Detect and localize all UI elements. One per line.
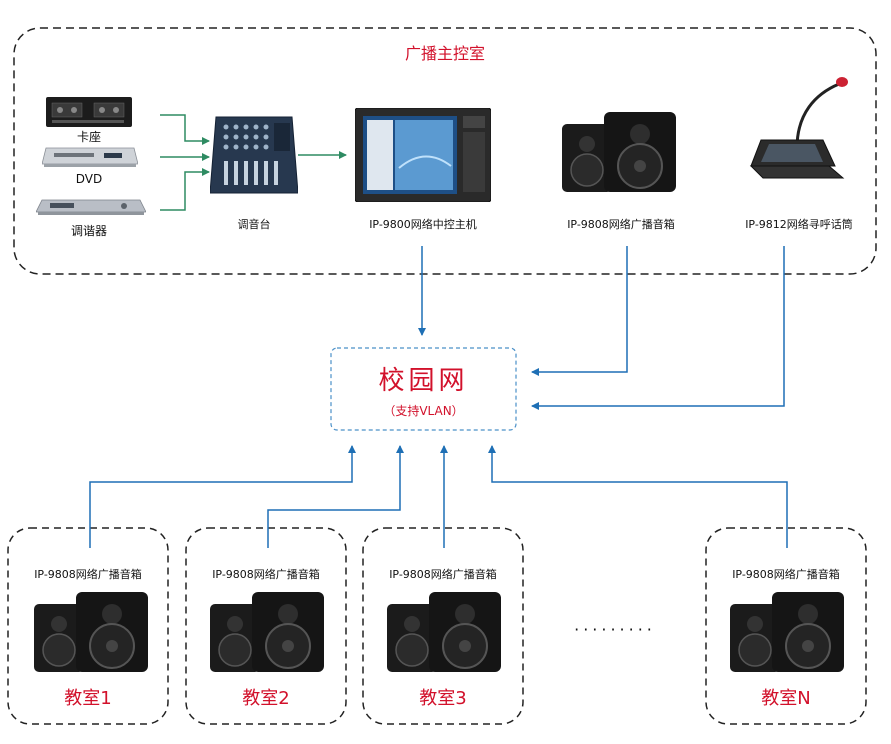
arrow-tuner-mixer [160,168,210,211]
control-room-title: 广播主控室 [404,44,485,63]
network-subtitle: （支持VLAN） [383,404,464,418]
classroom-3-name: 教室3 [419,688,467,709]
more-classrooms-ellipsis: ········· [574,620,656,639]
classroom-1-device-label: IP-9808网络广播音箱 [34,568,142,581]
network-title: 校园网 [378,366,469,396]
classroom-n-speaker-icon [730,592,844,672]
arrow-cassette-mixer [160,114,210,145]
host-server-icon [355,108,491,202]
classroom-3-speaker-icon [387,592,501,672]
arrow-room1-network [89,445,356,548]
classroom-3-device-label: IP-9808网络广播音箱 [389,568,497,581]
network-frame [330,347,517,431]
classroom-2-speaker-icon [210,592,324,672]
mic-label: IP-9812网络寻呼话筒 [745,218,853,231]
classroom-2-device-label: IP-9808网络广播音箱 [212,568,320,581]
arrow-speaker-network [531,246,628,376]
mixer-icon [210,116,298,194]
speaker-icon [562,112,676,192]
classroom-1-name: 教室1 [64,688,112,709]
dvd-label: DVD [75,172,103,186]
mixer-label: 调音台 [237,218,271,231]
cassette-deck-icon [46,97,132,127]
classroom-n-name: 教室N [761,688,811,709]
tuner-icon [36,199,146,215]
arrow-room2-network [267,445,404,548]
paging-microphone-icon [749,77,848,179]
dvd-player-icon [42,147,138,167]
classroom-2-name: 教室2 [242,688,290,709]
classroom-n-device-label: IP-9808网络广播音箱 [732,568,840,581]
control-room-frame [13,27,877,275]
classroom-1-speaker-icon [34,592,148,672]
cassette-label: 卡座 [76,130,101,144]
host-label: IP-9800网络中控主机 [369,218,477,231]
arrow-roomn-network [488,445,788,548]
arrow-mic-network [531,246,785,410]
speaker-label: IP-9808网络广播音箱 [567,218,675,231]
tuner-label: 调谐器 [70,224,107,238]
